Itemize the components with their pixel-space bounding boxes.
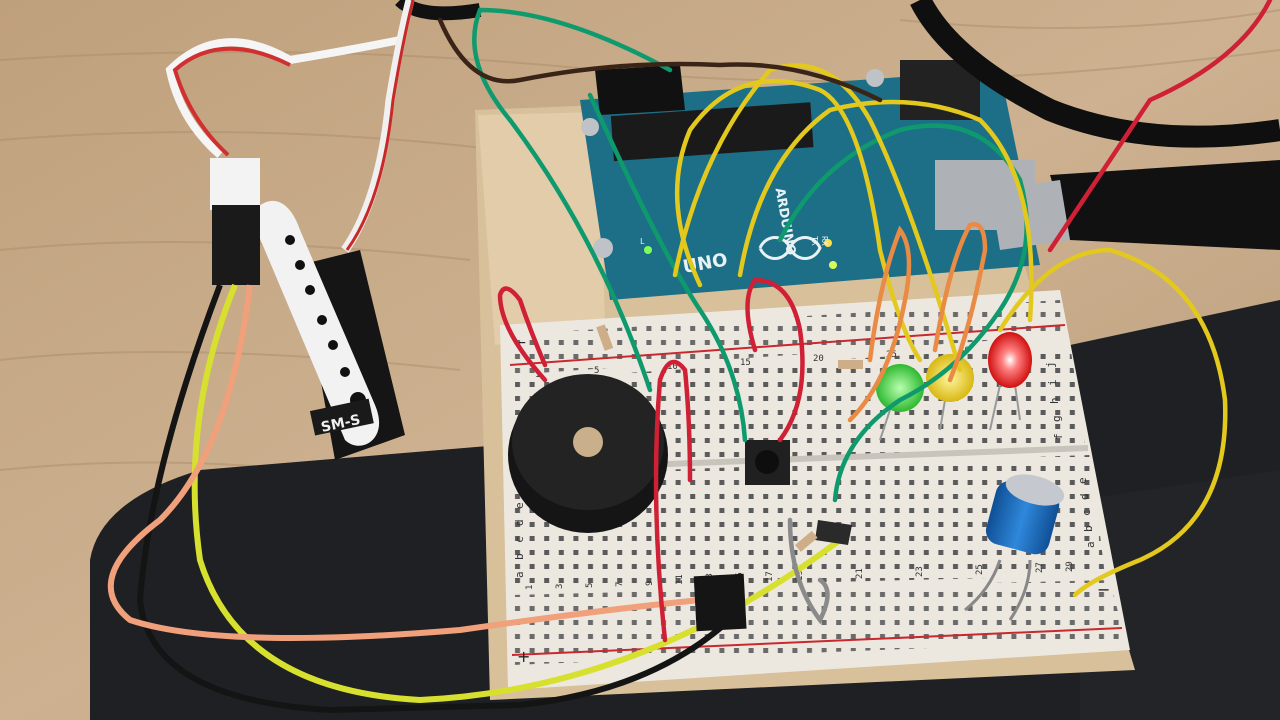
col-label: 3 bbox=[555, 584, 565, 589]
row-label: f bbox=[1052, 433, 1065, 440]
resistor bbox=[795, 530, 818, 552]
col-label: 15 bbox=[740, 358, 751, 368]
right-row-labels-bottom: a b c d e bbox=[1076, 477, 1097, 548]
push-button bbox=[745, 440, 790, 485]
wire-yellow bbox=[672, 63, 963, 373]
left-row-labels: a b c d e bbox=[513, 502, 526, 578]
wire-red bbox=[1047, 0, 1273, 253]
resistor bbox=[596, 324, 614, 351]
wire-green bbox=[587, 92, 748, 443]
row-label: a bbox=[513, 571, 526, 578]
row-label: j bbox=[1044, 361, 1057, 368]
right-row-labels-top: f g h i j bbox=[1044, 361, 1065, 440]
power-cable bbox=[910, 0, 1280, 148]
row-label: a bbox=[1084, 541, 1097, 548]
row-label: c bbox=[1080, 509, 1093, 516]
usb-cable bbox=[990, 160, 1280, 250]
col-label: 1 bbox=[525, 585, 535, 590]
row-label: b bbox=[1082, 525, 1095, 532]
led-green bbox=[876, 364, 924, 441]
col-label: 17 bbox=[765, 571, 775, 582]
col-label: 29 bbox=[1065, 561, 1075, 572]
row-label: g bbox=[1050, 415, 1063, 422]
row-label: e bbox=[1076, 477, 1089, 484]
arduino-rx-label: RX bbox=[820, 236, 829, 246]
wire-yellow bbox=[674, 78, 923, 363]
col-label: 9 bbox=[645, 581, 655, 586]
wire-orange bbox=[932, 222, 988, 383]
col-label: 25 bbox=[975, 564, 985, 575]
wire-black bbox=[136, 283, 743, 714]
piezo-buzzer bbox=[508, 374, 668, 533]
wire-red bbox=[745, 277, 805, 443]
wire-yellow bbox=[997, 247, 1228, 598]
col-label: 7 bbox=[615, 582, 625, 587]
row-label: i bbox=[1046, 379, 1059, 386]
row-label: d bbox=[1078, 493, 1091, 500]
col-label: 10 bbox=[667, 362, 678, 372]
wire-red bbox=[653, 359, 693, 643]
wire-darkgray bbox=[787, 517, 830, 625]
resistor bbox=[838, 360, 863, 369]
servo-motor: SM-S bbox=[250, 200, 405, 460]
wire-brown bbox=[437, 17, 883, 103]
transistor bbox=[815, 520, 852, 545]
servo-connector bbox=[210, 158, 260, 210]
electrolytic-capacitor bbox=[964, 474, 1065, 621]
servo-wire-white bbox=[165, 36, 401, 159]
row-label: h bbox=[1048, 397, 1061, 404]
row-label: d bbox=[513, 519, 526, 526]
row-label: e bbox=[513, 502, 526, 509]
col-label: 27 bbox=[1035, 562, 1045, 573]
col-label: 11 bbox=[675, 574, 685, 585]
arduino-l-label: L bbox=[640, 237, 645, 246]
black-connector bbox=[693, 573, 747, 632]
wire-red bbox=[497, 286, 548, 383]
wire-orange bbox=[847, 225, 912, 423]
rail-plus-label: + bbox=[517, 647, 530, 666]
col-label: 5 bbox=[585, 583, 595, 588]
rail-minus-label: − bbox=[1097, 580, 1110, 599]
row-label: b bbox=[513, 553, 526, 560]
col-label: 23 bbox=[915, 566, 925, 577]
jumper-wires bbox=[437, 0, 1273, 643]
servo-wire-red bbox=[172, 46, 291, 157]
col-label: 20 bbox=[813, 354, 824, 364]
wire-lime bbox=[191, 283, 842, 704]
rail-minus-label-top: − bbox=[515, 335, 527, 351]
arduino-uno-board: ARDUINO UNO TX RX L bbox=[580, 60, 1040, 300]
led-red bbox=[988, 332, 1032, 431]
wire-salmon bbox=[107, 284, 701, 641]
col-label: 21 bbox=[855, 568, 865, 579]
wire-yellow bbox=[737, 99, 1034, 323]
col-label: 5 bbox=[594, 366, 599, 376]
row-label: c bbox=[513, 536, 526, 543]
